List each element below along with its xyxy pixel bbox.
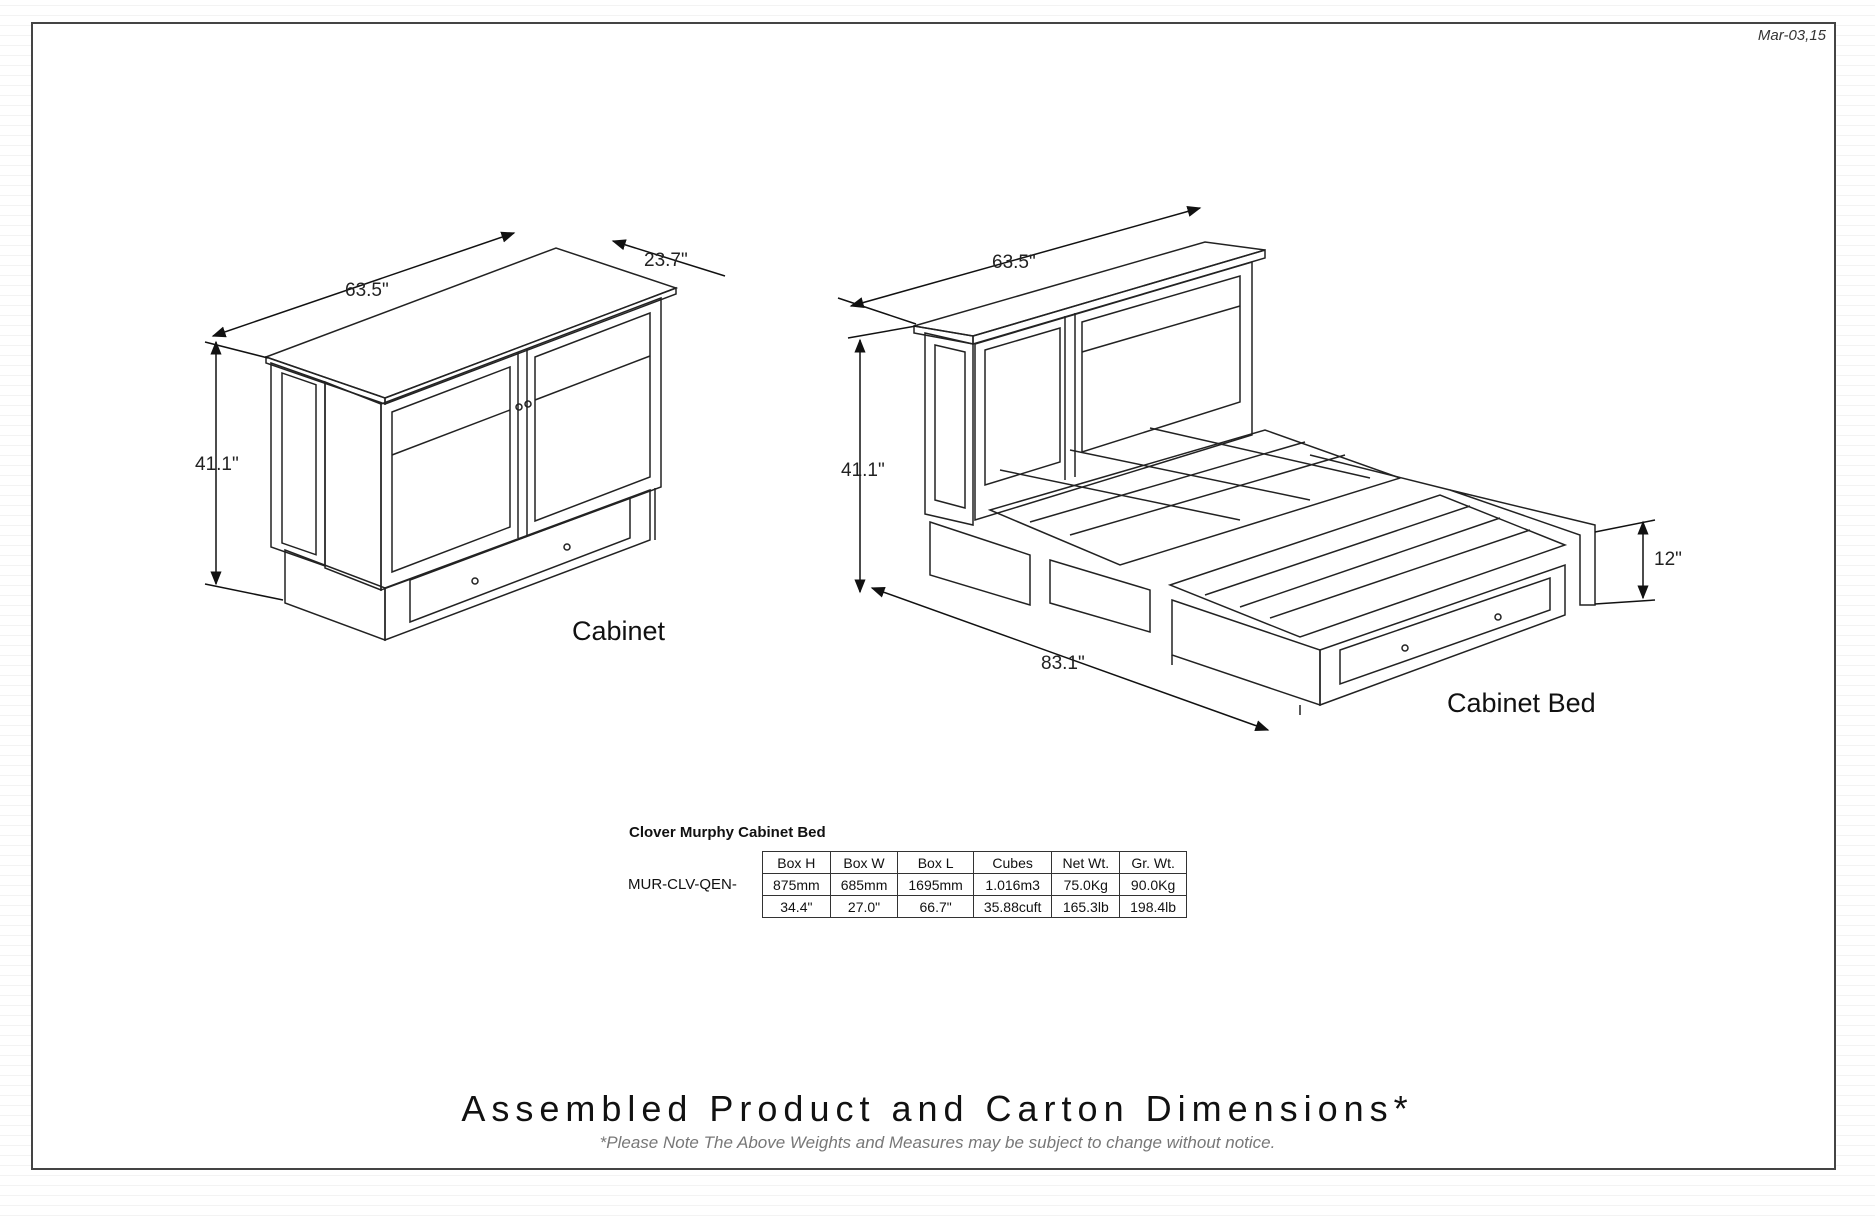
table-cell: 685mm: [829, 873, 899, 896]
table-cell: 198.4lb: [1119, 895, 1188, 918]
model-code: MUR-CLV-QEN-: [628, 876, 737, 893]
table-cell: 66.7": [897, 895, 974, 918]
cabinet-bed-drawing: [913, 241, 1596, 715]
header-cell: Box W: [829, 851, 899, 874]
bed-leg-height-label: 12": [1654, 549, 1682, 570]
cabinet-width-label: 63.5": [345, 280, 389, 301]
disclaimer-note: *Please Note The Above Weights and Measu…: [599, 1133, 1276, 1152]
table-cell: 90.0Kg: [1119, 873, 1188, 896]
specs-title: Clover Murphy Cabinet Bed: [629, 824, 826, 841]
cabinet-caption: Cabinet: [572, 616, 666, 646]
table-header-row: Box H Box W Box L Cubes Net Wt. Gr. Wt.: [762, 851, 1188, 874]
table-row: 875mm 685mm 1695mm 1.016m3 75.0Kg 90.0Kg: [762, 873, 1188, 896]
table-cell: 75.0Kg: [1051, 873, 1121, 896]
header-cell: Net Wt.: [1051, 851, 1121, 874]
page-heading: Assembled Product and Carton Dimensions*: [461, 1088, 1414, 1129]
drawing-date: Mar-03,15: [1757, 27, 1826, 44]
cabinet-bed-caption: Cabinet Bed: [1447, 688, 1596, 718]
table-cell: 34.4": [762, 895, 831, 918]
table-cell: 1.016m3: [972, 873, 1053, 896]
cabinet-height-label: 41.1": [195, 454, 239, 475]
header-cell: Gr. Wt.: [1119, 851, 1188, 874]
cabinet-bed-dimensions: [837, 206, 1656, 732]
header-cell: Box H: [762, 851, 831, 874]
table-row: 34.4" 27.0" 66.7" 35.88cuft 165.3lb 198.…: [762, 895, 1188, 918]
table-cell: 875mm: [762, 873, 831, 896]
cabinet-dimensions: [204, 231, 726, 601]
header-cell: Box L: [897, 851, 974, 874]
table-cell: 1695mm: [897, 873, 974, 896]
cabinet-depth-label: 23.7": [644, 250, 688, 271]
table-cell: 27.0": [829, 895, 899, 918]
carton-specs-table: Box H Box W Box L Cubes Net Wt. Gr. Wt. …: [762, 851, 1188, 918]
bed-length-label: 83.1": [1041, 653, 1085, 674]
header-cell: Cubes: [972, 851, 1053, 874]
table-cell: 35.88cuft: [972, 895, 1053, 918]
bed-height-label: 41.1": [841, 460, 885, 481]
table-cell: 165.3lb: [1051, 895, 1121, 918]
cabinet-drawing: [263, 247, 679, 642]
bed-width-label: 63.5": [992, 252, 1036, 273]
